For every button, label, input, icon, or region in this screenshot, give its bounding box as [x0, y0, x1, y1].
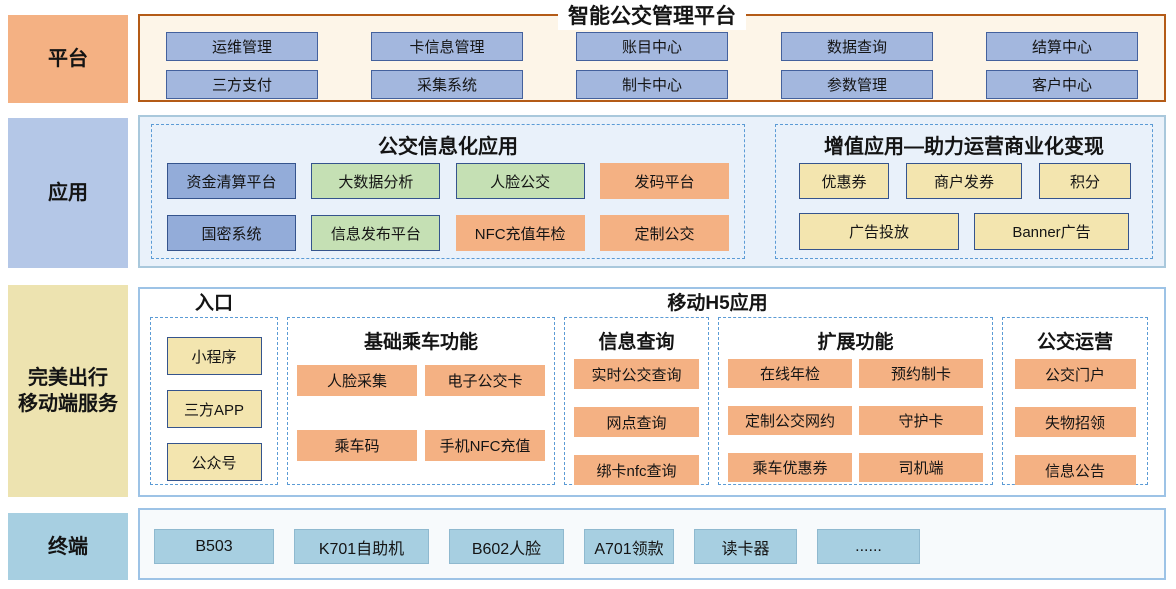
rail-label-terminal: 终端 [8, 513, 128, 580]
h5-node: 绑卡nfc查询 [574, 455, 699, 485]
basic-ride-group: 基础乘车功能 人脸采集 电子公交卡 乘车码 手机NFC充值 [287, 317, 555, 485]
h5-node: 乘车优惠券 [728, 453, 852, 482]
entry-group: 小程序 三方APP 公众号 [150, 317, 278, 485]
h5-node: 在线年检 [728, 359, 852, 388]
value-added-row2: 广告投放 Banner广告 [799, 213, 1152, 250]
value-added-title: 增值应用—助力运营商业化变现 [824, 136, 1104, 158]
app-node: 资金清算平台 [167, 163, 296, 199]
app-node: 信息发布平台 [311, 215, 441, 251]
terminal-node: ...... [817, 529, 920, 564]
platform-node: 制卡中心 [576, 70, 728, 99]
rail-label-mobile-text: 完美出行 移动端服务 [18, 365, 118, 417]
h5-node: 守护卡 [859, 406, 983, 435]
h5-node: 司机端 [859, 453, 983, 482]
platform-node: 运维管理 [166, 32, 318, 61]
app-node: 国密系统 [167, 215, 296, 251]
platform-node: 卡信息管理 [371, 32, 523, 61]
bus-operation-group: 公交运营 公交门户 失物招领 信息公告 [1002, 317, 1148, 485]
h5-node: 乘车码 [297, 430, 417, 461]
application-container: 公交信息化应用 资金清算平台 大数据分析 人脸公交 发码平台 国密系统 信息发布… [138, 115, 1166, 268]
platform-container: 智能公交管理平台 运维管理 卡信息管理 账目中心 数据查询 结算中心 三方支付 … [138, 0, 1166, 102]
value-node: 优惠券 [799, 163, 889, 199]
mobile-container: 入口 小程序 三方APP 公众号 移动H5应用 基础乘车功能 人脸采集 电子公交… [138, 287, 1166, 497]
value-node: 商户发券 [906, 163, 1022, 199]
entry-title: 入口 [194, 293, 233, 314]
h5-node: 信息公告 [1014, 455, 1136, 485]
info-query-title: 信息查询 [598, 332, 675, 353]
platform-node: 结算中心 [986, 32, 1138, 61]
platform-grid: 运维管理 卡信息管理 账目中心 数据查询 结算中心 三方支付 采集系统 制卡中心… [140, 16, 1164, 99]
value-node: 广告投放 [799, 213, 959, 250]
platform-node: 参数管理 [781, 70, 933, 99]
terminal-container: B503 K701自助机 B602人脸 A701领款 读卡器 ...... [138, 508, 1166, 580]
terminal-node: 读卡器 [694, 529, 797, 564]
app-node: NFC充值年检 [455, 215, 585, 251]
value-added-row1: 优惠券 商户发券 积分 [799, 163, 1152, 199]
h5-node: 失物招领 [1014, 407, 1136, 437]
platform-node: 客户中心 [986, 70, 1138, 99]
app-node: 发码平台 [599, 163, 729, 199]
rail-label-mobile-line2: 移动端服务 [18, 393, 118, 415]
h5-node: 电子公交卡 [425, 365, 545, 396]
app-node: 人脸公交 [455, 163, 585, 199]
platform-node: 三方支付 [166, 70, 318, 99]
h5-node: 公交门户 [1014, 359, 1136, 389]
terminal-node: B503 [154, 529, 274, 564]
app-node: 定制公交 [599, 215, 729, 251]
value-added-group: 增值应用—助力运营商业化变现 优惠券 商户发券 积分 广告投放 Banner广告 [775, 124, 1153, 259]
extended-functions-title: 扩展功能 [817, 332, 894, 353]
bus-informatization-grid: 资金清算平台 大数据分析 人脸公交 发码平台 国密系统 信息发布平台 NFC充值… [152, 163, 744, 251]
h5-node: 手机NFC充值 [425, 430, 545, 461]
rail-label-mobile-line1: 完美出行 [28, 367, 108, 389]
bus-operation-title: 公交运营 [1036, 332, 1113, 353]
info-query-group: 信息查询 实时公交查询 网点查询 绑卡nfc查询 [564, 317, 709, 485]
platform-main-title: 智能公交管理平台 [558, 0, 746, 30]
h5-title: 移动H5应用 [667, 293, 768, 314]
bus-informatization-group: 公交信息化应用 资金清算平台 大数据分析 人脸公交 发码平台 国密系统 信息发布… [151, 124, 745, 259]
platform-node: 数据查询 [781, 32, 933, 61]
terminal-node: K701自助机 [294, 529, 429, 564]
bus-informatization-title: 公交信息化应用 [378, 136, 518, 158]
rail-label-platform: 平台 [8, 15, 128, 103]
rail-label-application: 应用 [8, 118, 128, 268]
h5-node: 人脸采集 [297, 365, 417, 396]
entry-column: 入口 小程序 三方APP 公众号 [150, 291, 278, 485]
h5-node: 预约制卡 [859, 359, 983, 388]
h5-node: 实时公交查询 [574, 359, 699, 389]
platform-node: 采集系统 [371, 70, 523, 99]
entry-node: 小程序 [166, 337, 262, 375]
entry-node: 公众号 [166, 443, 262, 481]
app-node: 大数据分析 [311, 163, 441, 199]
value-node: Banner广告 [974, 213, 1129, 250]
h5-node: 网点查询 [574, 407, 699, 437]
terminal-node: A701领款 [584, 529, 674, 564]
extended-functions-group: 扩展功能 在线年检 预约制卡 定制公交网约 守护卡 乘车优惠券 司机端 [718, 317, 993, 485]
h5-node: 定制公交网约 [728, 406, 852, 435]
basic-ride-title: 基础乘车功能 [363, 332, 478, 353]
h5-area: 移动H5应用 基础乘车功能 人脸采集 电子公交卡 乘车码 手机NFC充值 信息查… [287, 291, 1148, 485]
terminal-node: B602人脸 [449, 529, 564, 564]
entry-node: 三方APP [166, 390, 262, 428]
rail-label-mobile-service: 完美出行 移动端服务 [8, 285, 128, 497]
platform-node: 账目中心 [576, 32, 728, 61]
value-node: 积分 [1039, 163, 1131, 199]
